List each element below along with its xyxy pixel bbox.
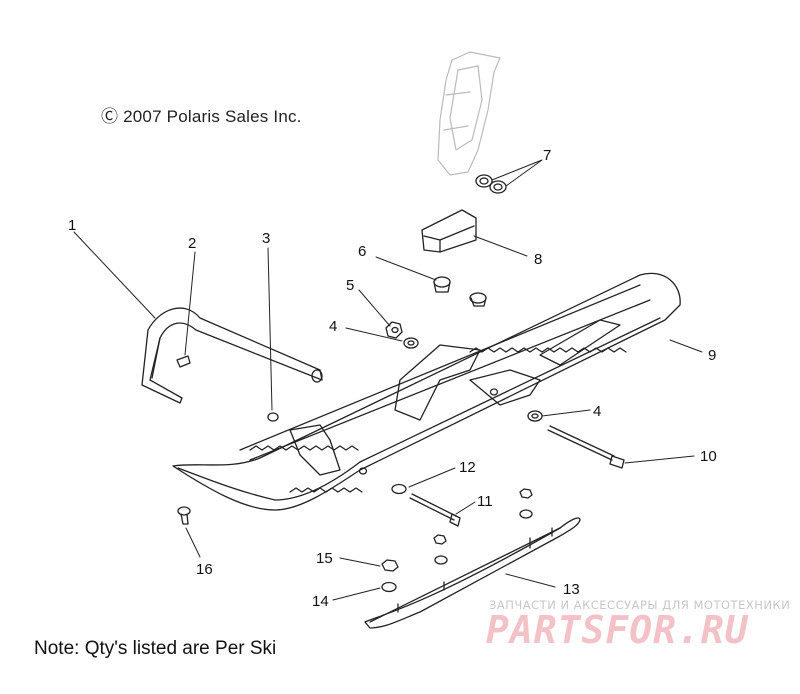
- part-4-washer-right: [527, 410, 543, 422]
- note-text: Note: Qty's listed are Per Ski: [34, 638, 277, 659]
- part-12-washer: [391, 483, 407, 495]
- callout-4-right: 4: [593, 403, 601, 420]
- callout-3: 3: [262, 230, 270, 247]
- part-1-handle: [141, 307, 323, 404]
- callout-13: 13: [563, 581, 580, 598]
- part-16-rivet: [177, 506, 191, 525]
- callout-11: 11: [477, 493, 493, 510]
- watermark-logo: PARTSFOR.RU: [486, 608, 749, 652]
- part-8-stopper: [421, 209, 477, 253]
- part-3-nut: [267, 412, 279, 422]
- part-4-washer-top: [403, 337, 419, 349]
- callout-numbers: 1 2 3 4 4 5 6 7 8 9 10 11 12 13 14 15 16: [68, 147, 717, 610]
- callout-9: 9: [708, 347, 716, 364]
- callout-7: 7: [543, 147, 551, 164]
- callout-12: 12: [459, 459, 476, 476]
- part-14-washer: [381, 581, 397, 593]
- part-9-ski: [172, 272, 681, 511]
- callout-4-top: 4: [329, 318, 337, 335]
- carbide-hardware: [433, 488, 533, 565]
- callout-10: 10: [700, 448, 717, 465]
- callout-16: 16: [196, 561, 213, 578]
- part-10-bolt: [547, 425, 625, 469]
- leader-lines: [73, 159, 703, 601]
- part-13-carbide: [364, 517, 581, 629]
- callout-2: 2: [188, 235, 196, 252]
- part-6-bolts: [433, 276, 487, 307]
- spindle-ghost: [437, 51, 501, 176]
- callout-6: 6: [358, 243, 366, 260]
- part-15-nut: [381, 559, 399, 572]
- callout-15: 15: [316, 550, 333, 567]
- callout-1: 1: [68, 217, 76, 234]
- callout-5: 5: [346, 277, 354, 294]
- watermark-tagline: ЗАПЧАСТИ И АКСЕССУАРЫ ДЛЯ МОТОТЕХНИКИ: [489, 598, 791, 612]
- part-11-bolt: [409, 493, 461, 527]
- callout-14: 14: [312, 593, 329, 610]
- part-5-nut: [385, 321, 403, 339]
- part-7-bushings: [475, 174, 507, 194]
- callout-8: 8: [534, 251, 542, 268]
- part-2-clip: [176, 355, 191, 368]
- copyright-text: Ⓒ 2007 Polaris Sales Inc.: [101, 107, 302, 126]
